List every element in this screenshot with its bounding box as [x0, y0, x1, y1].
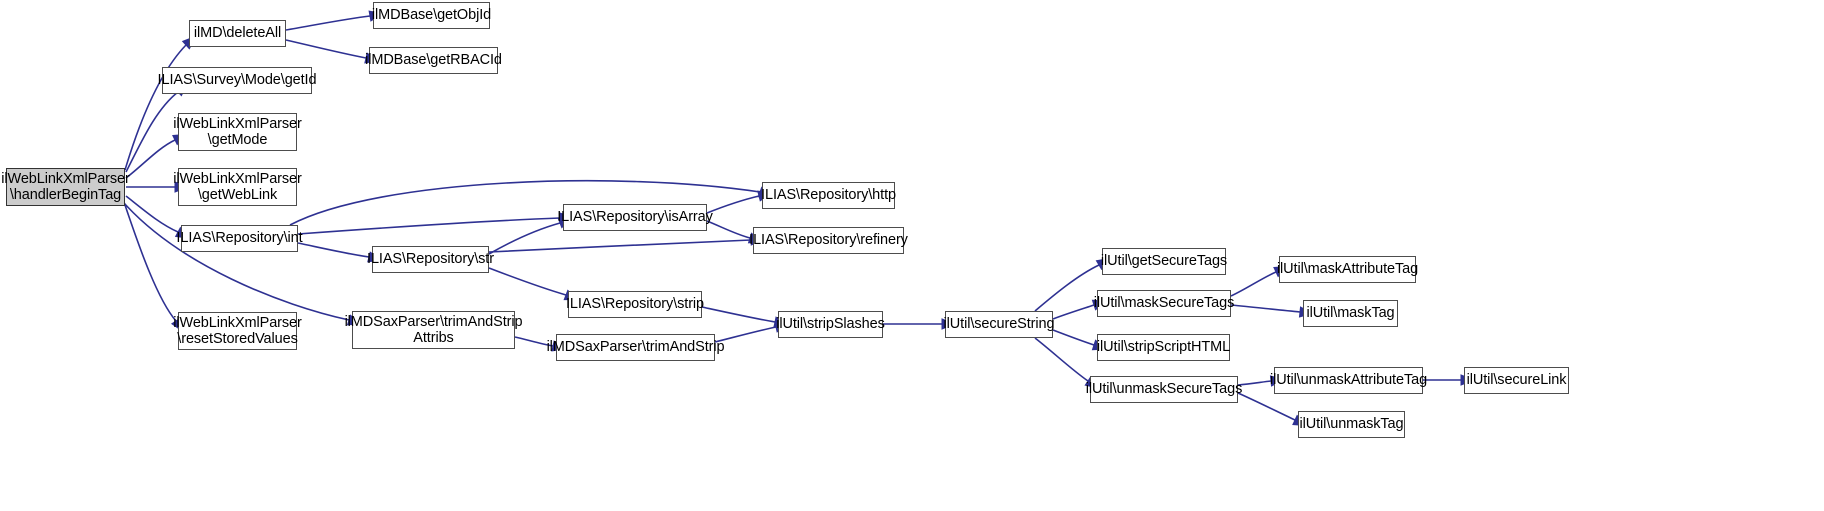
graph-node-secureLink[interactable]: ilUtil\secureLink	[1464, 367, 1569, 394]
edge-secureString-to-stripScriptHTML	[1052, 329, 1095, 346]
graph-node-unmaskAttributeTag[interactable]: ilUtil\unmaskAttributeTag	[1270, 367, 1427, 394]
graph-node-resetStoredValues[interactable]: ilWebLinkXmlParser \resetStoredValues	[173, 312, 302, 350]
graph-node-unmaskTag[interactable]: ilUtil\unmaskTag	[1298, 411, 1405, 438]
graph-node-repoHttp[interactable]: ILIAS\Repository\http	[761, 182, 896, 209]
graph-node-getObjId[interactable]: ilMDBase\getObjId	[372, 2, 491, 29]
edge-repoStr-to-repoIsArray	[488, 222, 561, 255]
graph-node-unmaskSecureTags[interactable]: ilUtil\unmaskSecureTags	[1086, 376, 1242, 403]
graph-node-handlerBeginTag[interactable]: ilWebLinkXmlParser \handlerBeginTag	[1, 168, 130, 206]
graph-node-surveyGetId[interactable]: ILIAS\Survey\Mode\getId	[158, 67, 317, 94]
edge-repoIsArray-to-repoRefinery	[706, 220, 751, 239]
graph-node-deleteAll[interactable]: ilMD\deleteAll	[189, 20, 286, 47]
graph-node-repoIsArray[interactable]: ILIAS\Repository\isArray	[557, 204, 713, 231]
graph-node-stripSlashes[interactable]: ilUtil\stripSlashes	[776, 311, 885, 338]
graph-node-secureString[interactable]: ilUtil\secureString	[944, 311, 1055, 338]
edge-repoInt-to-repoHttp	[289, 179, 761, 226]
edge-handlerBeginTag-to-trimAndStripAttribs	[123, 202, 350, 321]
edge-handlerBeginTag-to-getMode	[125, 139, 176, 179]
edge-handlerBeginTag-to-deleteAll	[124, 44, 187, 171]
graph-node-maskTag[interactable]: ilUtil\maskTag	[1303, 300, 1398, 327]
edge-trimAndStrip-to-stripSlashes	[714, 326, 777, 343]
graph-node-getSecureTags[interactable]: ilUtil\getSecureTags	[1101, 248, 1227, 275]
edge-handlerBeginTag-to-resetStoredValues	[123, 201, 177, 322]
graph-node-maskAttributeTag[interactable]: ilUtil\maskAttributeTag	[1277, 256, 1418, 283]
edge-unmaskSecureTags-to-unmaskTag	[1237, 392, 1296, 421]
edge-trimAndStripAttribs-to-trimAndStrip	[514, 336, 554, 347]
edge-secureString-to-getSecureTags	[1034, 264, 1100, 312]
graph-node-stripScriptHTML[interactable]: ilUtil\stripScriptHTML	[1097, 334, 1230, 361]
graph-node-repoInt[interactable]: ILIAS\Repository\int	[176, 225, 303, 252]
edge-repoStr-to-repoStrip	[488, 267, 567, 296]
graph-node-getRBACId[interactable]: ilMDBase\getRBACId	[365, 47, 502, 74]
edge-handlerBeginTag-to-surveyGetId	[125, 91, 179, 173]
graph-node-maskSecureTags[interactable]: ilUtil\maskSecureTags	[1094, 290, 1234, 317]
edge-repoIsArray-to-repoHttp	[706, 195, 760, 214]
edge-secureString-to-maskSecureTags	[1052, 304, 1095, 320]
edge-deleteAll-to-getRBACId	[285, 39, 367, 59]
edge-maskSecureTags-to-maskAttributeTag	[1230, 271, 1277, 297]
edge-maskSecureTags-to-maskTag	[1230, 304, 1301, 313]
edge-secureString-to-unmaskSecureTags	[1034, 337, 1089, 382]
graph-node-repoRefinery[interactable]: ILIAS\Repository\refinery	[749, 227, 908, 254]
graph-node-getWebLink[interactable]: ilWebLinkXmlParser \getWebLink	[173, 168, 302, 206]
edge-repoInt-to-repoIsArray	[297, 217, 561, 235]
edge-unmaskSecureTags-to-unmaskAttributeTag	[1237, 380, 1272, 386]
graph-node-getMode[interactable]: ilWebLinkXmlParser \getMode	[173, 113, 302, 151]
edge-handlerBeginTag-to-repoInt	[125, 195, 179, 233]
edge-deleteAll-to-getObjId	[285, 15, 371, 31]
edge-repoStr-to-repoRefinery	[488, 239, 752, 253]
graph-node-repoStrip[interactable]: ILIAS\Repository\strip	[566, 291, 704, 318]
edge-repoStrip-to-stripSlashes	[701, 306, 776, 323]
edge-repoInt-to-repoStr	[297, 242, 370, 258]
graph-node-trimAndStripAttribs[interactable]: ilMDSaxParser\trimAndStrip Attribs	[345, 311, 523, 349]
graph-node-trimAndStrip[interactable]: ilMDSaxParser\trimAndStrip	[547, 334, 725, 361]
graph-node-repoStr[interactable]: ILIAS\Repository\str	[367, 246, 494, 273]
